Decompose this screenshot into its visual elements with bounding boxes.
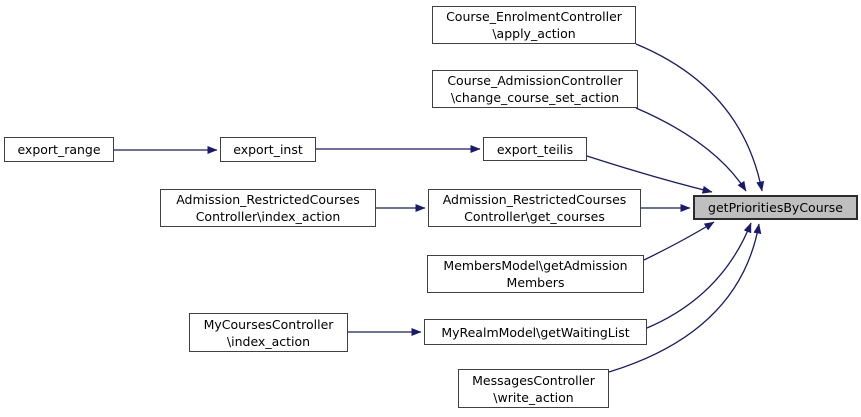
node-getprioritiesbycourse[interactable]: getPrioritiesByCourse: [693, 195, 858, 220]
node-membersmodel-getadmissionmembers[interactable]: MembersModel\getAdmission Members: [427, 255, 644, 293]
node-mycoursescontroller-index-action[interactable]: MyCoursesController \index_action: [189, 313, 348, 352]
node-course-enrolment-apply-action[interactable]: Course_EnrolmentController \apply_action: [432, 6, 636, 44]
edge-getadmissionmembers-to-getprioritiesbycourse: [643, 221, 715, 261]
edge-write-action-to-getprioritiesbycourse: [608, 223, 762, 373]
edge-apply-action-to-getprioritiesbycourse: [635, 43, 765, 192]
edge-change-course-set-to-getprioritiesbycourse: [635, 107, 747, 192]
node-messagescontroller-write-action[interactable]: MessagesController \write_action: [458, 369, 609, 408]
edge-getwaitinglist-to-getprioritiesbycourse: [646, 222, 752, 329]
node-export-inst[interactable]: export_inst: [220, 137, 316, 162]
edge-export-teilis-to-getprioritiesbycourse: [586, 155, 713, 194]
node-myrealmmodel-getwaitinglist[interactable]: MyRealmModel\getWaitingList: [424, 319, 647, 345]
node-admission-restrictedcourses-get-courses[interactable]: Admission_RestrictedCourses Controller\g…: [428, 189, 641, 227]
node-export-teilis[interactable]: export_teilis: [483, 137, 587, 161]
node-export-range[interactable]: export_range: [4, 137, 114, 162]
node-course-admission-change-course-set-action[interactable]: Course_AdmissionController \change_cours…: [432, 70, 638, 108]
node-admission-restrictedcourses-index-action[interactable]: Admission_RestrictedCourses Controller\i…: [160, 189, 376, 227]
